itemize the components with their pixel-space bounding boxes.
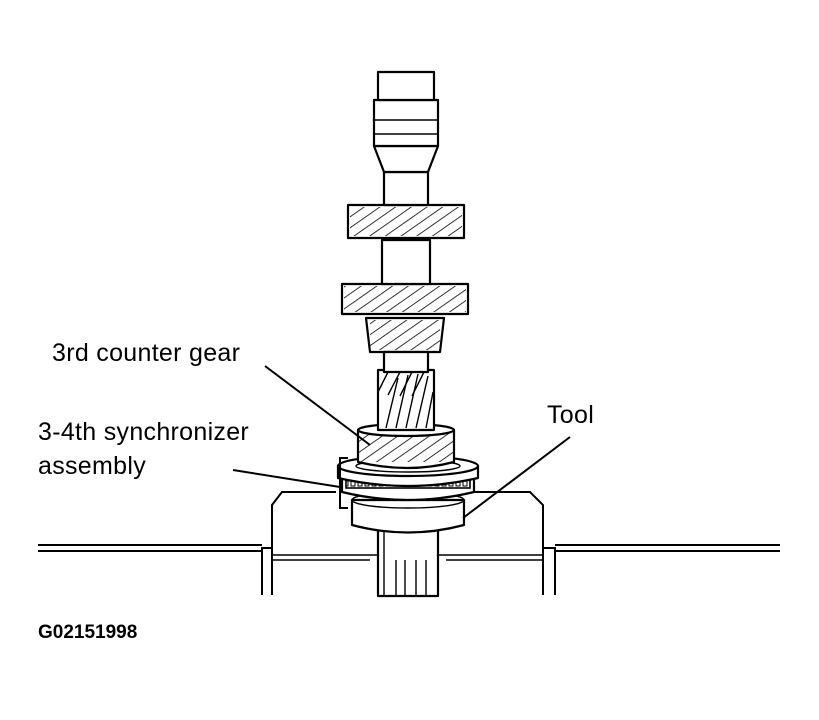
synchronizer-leader-line	[232, 469, 341, 488]
synchronizer-bracket	[339, 457, 348, 509]
tool-label: Tool	[547, 401, 595, 429]
shaft-section	[380, 238, 432, 286]
figure-code: G02151998	[38, 622, 138, 643]
synchronizer-label-line2: assembly	[38, 452, 146, 480]
middle-small-gear	[364, 316, 446, 374]
counter-gear-leader-line	[264, 365, 371, 446]
upper-gear	[346, 203, 466, 240]
third-counter-gear	[356, 422, 456, 470]
tool-leader-line	[462, 436, 571, 519]
press-ram	[372, 70, 440, 207]
lower-shaft	[376, 528, 440, 598]
middle-large-gear	[340, 282, 470, 316]
synchronizer-label-line1: 3-4th synchronizer	[38, 418, 250, 446]
press-table	[38, 491, 780, 595]
splined-shaft	[376, 368, 436, 432]
counter-gear-label: 3rd counter gear	[52, 339, 241, 367]
